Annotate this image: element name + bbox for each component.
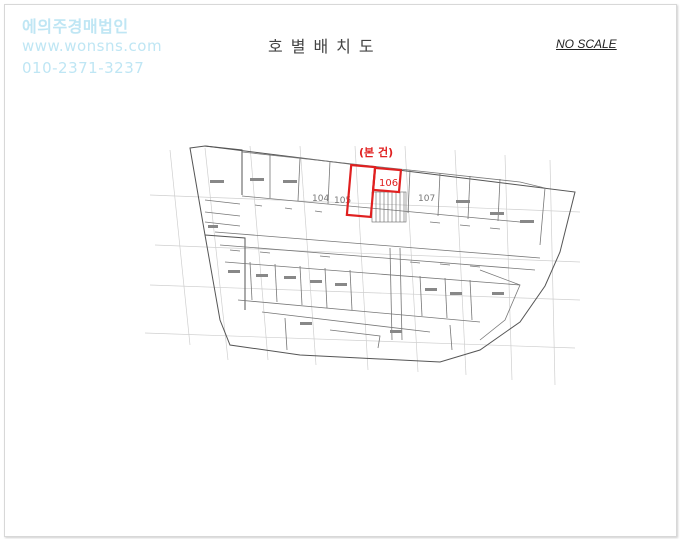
document-frame: [4, 4, 677, 537]
watermark-phone: 010-2371-3237: [22, 59, 145, 77]
unit-label-d: 107: [418, 194, 435, 204]
interior-walls: [204, 151, 546, 351]
plan-grid: [144, 145, 581, 386]
room-tags: [208, 178, 534, 333]
unit-label-a: 104: [312, 194, 329, 204]
subject-label: (본 건): [359, 145, 393, 159]
page-title: 호별배치도: [268, 37, 382, 56]
unit-label-b: 105: [334, 196, 351, 206]
stair-core: [371, 191, 407, 223]
watermark-company: 에의주경매법인: [22, 17, 129, 36]
watermark-website: www.wonsns.com: [22, 37, 163, 55]
scale-note: NO SCALE: [556, 37, 617, 51]
unit-label-c: 106: [379, 178, 398, 189]
building-outline: [189, 145, 576, 363]
subject-unit-highlight: 106 (본 건): [345, 145, 403, 219]
